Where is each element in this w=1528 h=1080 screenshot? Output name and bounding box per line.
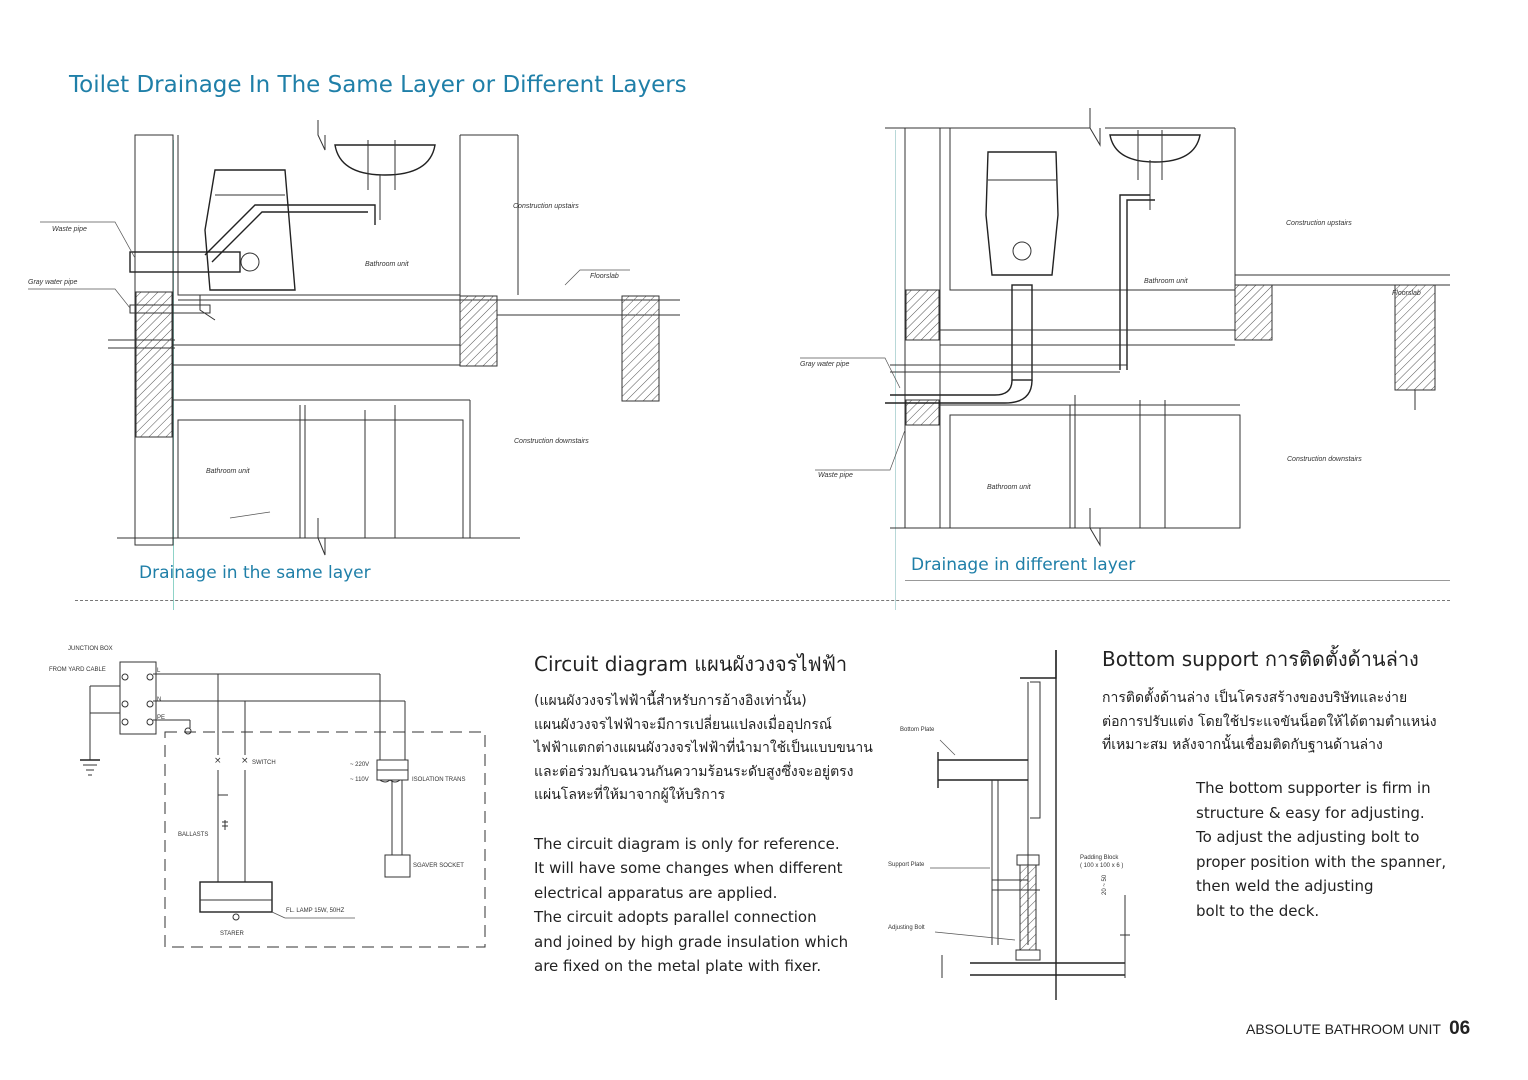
toilet-shape <box>204 169 296 291</box>
label-bathroom-unit-top-left: Bathroom unit <box>365 261 409 268</box>
label-110v: ~ 110V <box>350 777 369 783</box>
circuit-thai-line: แผนผังวงจรไฟฟ้าจะมีการเปลี่ยนแปลงเมื่ออุ… <box>534 716 832 733</box>
label-support-plate: Support Plate <box>888 862 925 868</box>
svg-text:×: × <box>241 756 249 766</box>
circuit-thai-line: (แผนผังวงจรไฟฟ้านี้สำหรับการอ้างอิงเท่าน… <box>534 693 807 709</box>
label-bathroom-unit-bottom-right: Bathroom unit <box>987 484 1031 491</box>
label-junction-box: JUNCTION BOX <box>68 646 113 652</box>
label-shaver-socket: SGAVER SOCKET <box>413 863 464 869</box>
right-column-hatch <box>621 295 660 402</box>
support-english-line: bolt to the deck. <box>1196 901 1320 920</box>
left-slab-hatch <box>459 295 498 367</box>
circuit-english-line: electrical apparatus are applied. <box>534 883 778 902</box>
label-construction-downstairs-right: Construction downstairs <box>1287 456 1362 463</box>
support-thai-line: การติดตั้งด้านล่าง เป็นโครงสร้างของบริษั… <box>1102 690 1408 706</box>
support-english-line: structure & easy for adjusting. <box>1196 803 1425 822</box>
label-waste-pipe-right: Waste pipe <box>818 472 853 479</box>
caption-drainage-same-layer: Drainage in the same layer <box>139 563 371 583</box>
label-starer: STARER <box>220 931 244 937</box>
label-gray-water-pipe-left: Gray water pipe <box>28 279 78 286</box>
circuit-thai-line: แผ่นโลหะที่ให้มาจากผู้ให้บริการ <box>534 787 726 803</box>
left-drainage-drawing: Waste pipe Gray water pipe Construction … <box>0 0 760 600</box>
circuit-heading: Circuit diagram แผนผังวงจรไฟฟ้า <box>534 652 848 676</box>
label-from-yard-cable: FROM YARD CABLE <box>49 667 106 673</box>
page-title: Toilet Drainage In The Same Layer or Dif… <box>69 72 687 98</box>
label-construction-upstairs-right: Construction upstairs <box>1286 220 1352 227</box>
junction-box <box>119 661 157 735</box>
footer-brand: ABSOLUTE BATHROOM UNIT <box>1246 1021 1441 1037</box>
circuit-english-line: and joined by high grade insulation whic… <box>534 932 849 951</box>
shaver-socket <box>384 854 411 878</box>
sink-shape <box>334 144 436 176</box>
support-english-line: To adjust the adjusting bolt to <box>1196 828 1420 846</box>
support-thai-line: ต่อการปรับแต่ง โดยใช้ประแจขันน็อตให้ได้ต… <box>1102 713 1437 730</box>
lower-unit-outline <box>177 419 464 539</box>
label-construction-upstairs-left: Construction upstairs <box>513 203 579 210</box>
caption-drainage-different-layer: Drainage in different layer <box>911 555 1136 575</box>
label-switch: SWITCH <box>252 760 276 766</box>
circuit-thai-paragraph: (แผนผังวงจรไฟฟ้านี้สำหรับการอ้างอิงเท่าน… <box>534 690 894 808</box>
circuit-thai-line: และต่อร่วมกับฉนวนกันความร้อนระดับสูงซึ่ง… <box>534 763 854 780</box>
waste-pipe-route <box>204 204 376 256</box>
label-padding-block: Padding Block <box>1080 855 1119 861</box>
caption-underline-right <box>905 580 1450 581</box>
label-waste-pipe-left: Waste pipe <box>52 226 87 233</box>
upper-unit-outline <box>177 135 461 296</box>
support-english-paragraph: The bottom supporter is firm in structur… <box>1196 776 1466 923</box>
label-bathroom-unit-top-right: Bathroom unit <box>1144 278 1188 285</box>
circuit-english-line: The circuit diagram is only for referenc… <box>534 834 840 853</box>
dashed-enclosure <box>164 731 486 948</box>
section-divider <box>75 600 1450 601</box>
label-fl-lamp: FL. LAMP 15W, 50HZ <box>286 908 345 914</box>
support-drawing: Bottom Plate Support Plate Adjusting Bol… <box>880 640 1140 1010</box>
support-english-line: proper position with the spanner, <box>1196 852 1447 871</box>
support-section: Bottom support การติดตั้งด้านล่าง การติด… <box>1102 643 1452 758</box>
circuit-section: Circuit diagram แผนผังวงจรไฟฟ้า (แผนผังว… <box>534 648 894 979</box>
label-bathroom-unit-bottom-left: Bathroom unit <box>206 468 250 475</box>
label-220v: ~ 220V <box>350 762 370 768</box>
circuit-english-line: It will have some changes when different <box>534 859 843 877</box>
support-thai-paragraph: การติดตั้งด้านล่าง เป็นโครงสร้างของบริษั… <box>1102 687 1452 758</box>
label-adjusting-bolt: Adjusting Bolt <box>888 925 925 931</box>
footer: ABSOLUTE BATHROOM UNIT 06 <box>1246 1018 1470 1040</box>
support-heading: Bottom support การติดตั้งด้านล่าง <box>1102 647 1419 671</box>
circuit-drawing: × × JUNCTION BOX FROM YARD CABLE L N PE … <box>0 620 520 980</box>
footer-page-number: 06 <box>1449 1018 1471 1039</box>
label-n: N <box>157 697 162 703</box>
left-wall-hatch <box>135 291 173 438</box>
label-construction-downstairs-left: Construction downstairs <box>514 438 589 445</box>
label-isolation-trans: ISOLATION TRANS <box>412 777 466 783</box>
label-l: L <box>157 668 161 674</box>
label-pe: PE <box>157 715 166 721</box>
label-ballasts: BALLASTS <box>178 832 209 838</box>
waste-pipe <box>129 251 241 273</box>
adjusting-bolt <box>1019 864 1037 951</box>
label-gray-water-pipe-right: Gray water pipe <box>800 361 850 368</box>
circuit-thai-line: ไฟฟ้าแตกต่างแผนผังวงจรไฟฟ้าที่นำมาใช้เป็… <box>534 740 873 756</box>
label-range: 20 ~ 50 <box>1102 874 1108 895</box>
label-floorslab-left: Floorslab <box>590 273 619 280</box>
fold-line-right <box>895 130 896 610</box>
label-floorslab-right: Floorslab <box>1392 290 1421 297</box>
label-bottom-plate: Bottom Plate <box>900 727 935 733</box>
svg-text:×: × <box>214 756 222 766</box>
fl-lamp <box>199 881 273 913</box>
support-english-line: then weld the adjusting <box>1196 877 1374 895</box>
support-english-line: The bottom supporter is firm in <box>1196 779 1431 797</box>
right-drainage-drawing: Construction upstairs Bathroom unit Floo… <box>760 0 1528 600</box>
circuit-english-paragraph: The circuit diagram is only for referenc… <box>534 832 894 979</box>
support-thai-line: ที่เหมาะสม หลังจากนั้นเชื่อมติดกับฐานด้า… <box>1102 737 1383 753</box>
circuit-english-line: The circuit adopts parallel connection <box>534 908 817 926</box>
label-padding-size: ( 100 x 100 x 6 ) <box>1080 863 1124 869</box>
circuit-english-line: are fixed on the metal plate with fixer. <box>534 957 822 975</box>
